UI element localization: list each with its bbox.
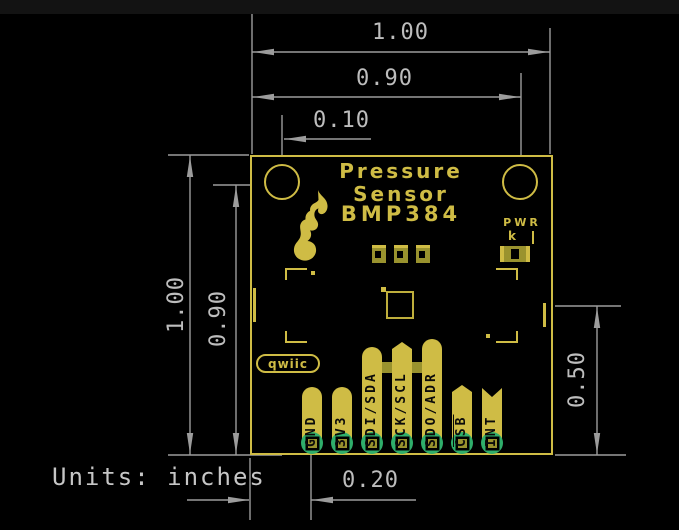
board-title-line3: BMP384	[340, 202, 462, 226]
qwiic-logo: qwiic	[256, 354, 320, 373]
pwr-led-body	[511, 249, 519, 259]
pad-sdi-sda-hole	[367, 438, 377, 448]
jumper-pad-1-center	[375, 251, 381, 258]
pin-label-3v3: 3V3	[334, 414, 349, 447]
dim-top-0-10: 0.10	[313, 108, 370, 133]
dim-left-1-00: 1.00	[164, 276, 189, 333]
led-cathode-mark: k	[508, 229, 516, 243]
units-note: Units: inches	[52, 463, 266, 491]
jumper-pad-2	[394, 245, 408, 263]
pin-label-sdi-sda: SDI/SDA	[364, 371, 379, 447]
pad-3v3-hole	[337, 438, 347, 448]
pin-label-sdo-adr: SDO/ADR	[424, 371, 439, 447]
bracket-top-right	[496, 268, 518, 280]
edge-tick-left	[253, 288, 256, 322]
pad-csb	[451, 432, 473, 454]
pad-int-hole	[487, 438, 497, 448]
dim-bottom-0-20: 0.20	[342, 468, 399, 493]
sensor-footprint-square	[386, 291, 414, 319]
sparkfun-flame-icon	[293, 190, 328, 261]
pin-label-sck-scl: SCK/SCL	[394, 371, 409, 447]
pad-sdo-adr	[421, 432, 443, 454]
jumper-pad-2-center	[397, 251, 403, 258]
dim-top-0-90: 0.90	[356, 66, 413, 91]
jumper-bar-1	[379, 362, 397, 373]
edge-tick-right	[543, 303, 546, 327]
jumper-pad-3-center	[419, 251, 425, 258]
pad-3v3	[331, 432, 353, 454]
board-title-line2: Sensor	[353, 182, 449, 206]
pad-csb-hole	[457, 438, 467, 448]
mounting-hole-left	[264, 164, 300, 200]
led-anode-bar	[532, 231, 534, 244]
pin-pill-int	[482, 388, 502, 445]
pad-sdi-sda	[361, 432, 383, 454]
mounting-hole-right	[502, 164, 538, 200]
pad-sck-scl-hole	[397, 438, 407, 448]
pin-label-gnd: GND	[304, 414, 319, 447]
bracket-bottom-right	[496, 331, 518, 343]
board-title-line1: Pressure	[339, 159, 463, 183]
window-top-strip	[0, 0, 679, 14]
pin-label-csb: CSB	[454, 414, 469, 447]
dim-left-0-90: 0.90	[206, 290, 231, 347]
pad-sdo-adr-hole	[427, 438, 437, 448]
pin-pill-sdi-sda	[362, 347, 382, 445]
pin-label-int: INT	[484, 414, 499, 447]
jumper-pad-1	[372, 245, 386, 263]
dim-right-0-50: 0.50	[565, 351, 590, 408]
sensor-pin1-dot	[381, 287, 386, 292]
pin-pill-csb	[452, 385, 472, 445]
bracket-top-left	[285, 268, 307, 280]
pin-pill-sdo-adr	[422, 339, 442, 445]
pad-int	[481, 432, 503, 454]
dim-top-1-00: 1.00	[372, 20, 429, 45]
pin-pill-3v3	[332, 387, 352, 445]
pad-gnd	[301, 432, 323, 454]
pad-gnd-hole	[307, 438, 317, 448]
jumper-pad-3	[416, 245, 430, 263]
silk-dot-bottom-right	[486, 334, 490, 338]
silk-dot-top-left	[311, 271, 315, 275]
pin-pill-sck-scl	[392, 342, 412, 445]
qwiic-logo-text: qwiic	[267, 356, 308, 371]
jumper-bar-2	[409, 362, 427, 373]
pwr-led	[500, 246, 530, 262]
pwr-label: PWR	[503, 216, 541, 229]
pad-sck-scl	[391, 432, 413, 454]
bracket-bottom-left	[285, 331, 307, 343]
pin-pill-gnd	[302, 387, 322, 445]
